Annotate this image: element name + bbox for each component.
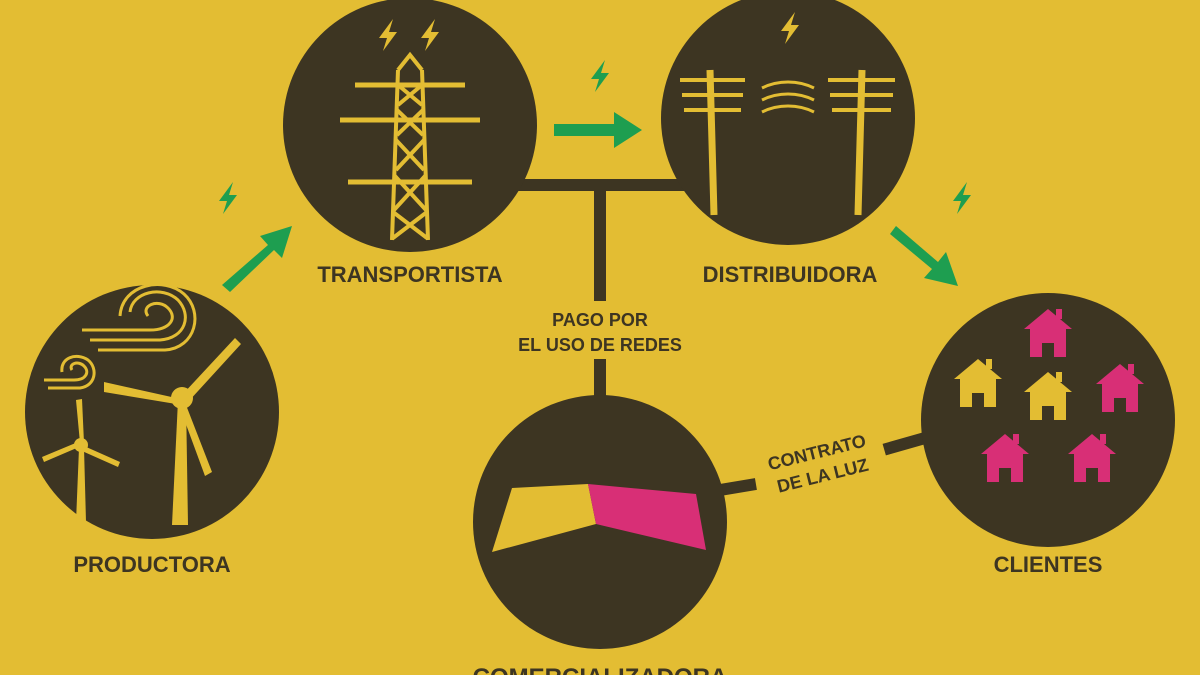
comercializadora-label: COMERCIALIZADORA <box>473 664 728 675</box>
contract-line-left <box>713 478 757 497</box>
distribuidora-node <box>661 0 915 245</box>
transportista-node <box>283 0 537 252</box>
pylon-icon <box>340 51 480 241</box>
connector-lines <box>509 179 933 497</box>
productora-circle <box>25 285 279 539</box>
split-shape-icon <box>492 484 706 552</box>
clientes-node <box>921 293 1175 547</box>
comercializadora-node <box>473 395 727 649</box>
arrow-productora-transportista <box>222 226 292 292</box>
green-arrow-icon <box>222 112 958 292</box>
arrow-distribuidora-clientes <box>890 226 958 286</box>
productora-label: PRODUCTORA <box>73 552 230 577</box>
payment-label-line2: EL USO DE REDES <box>518 335 682 355</box>
power-line-icon <box>680 69 895 216</box>
transportista-label: TRANSPORTISTA <box>317 262 502 287</box>
wind-turbine-icon <box>42 283 241 525</box>
payment-label-line1: PAGO POR <box>552 310 648 330</box>
contract-line-right <box>882 430 933 456</box>
distribuidora-circle <box>661 0 915 245</box>
transportista-circle <box>283 0 537 252</box>
clientes-circle <box>921 293 1175 547</box>
productora-node <box>25 283 279 539</box>
distribuidora-label: DISTRIBUIDORA <box>703 262 878 287</box>
arrow-transportista-distribuidora <box>554 112 642 148</box>
contract-label: CONTRATO DE LA LUZ <box>766 431 871 497</box>
clientes-label: CLIENTES <box>994 552 1103 577</box>
